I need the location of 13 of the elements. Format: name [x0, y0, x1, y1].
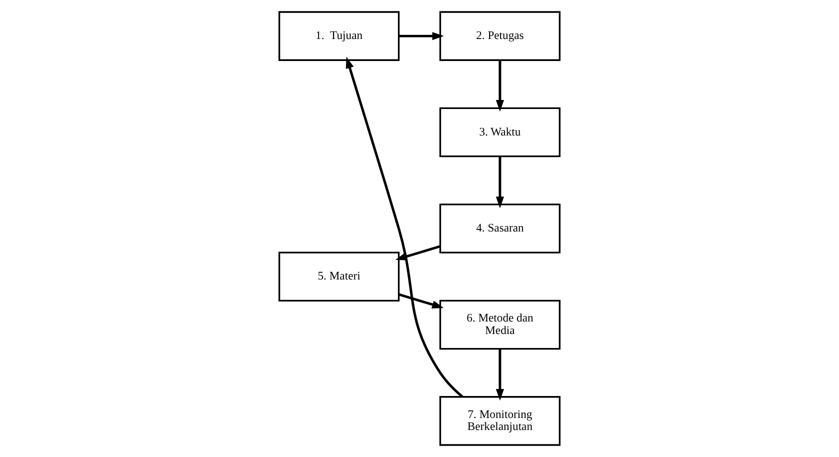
arrow: [398, 32, 444, 40]
node-box: 2. Petugas: [439, 11, 560, 61]
arrow: [346, 56, 464, 398]
node-box: 5. Materi: [278, 252, 400, 302]
arrow: [398, 293, 444, 309]
node-box: 6. Metode dan Media: [439, 300, 560, 350]
arrow: [496, 348, 504, 401]
node-box: 7. Monitoring Berkelanjutan: [439, 396, 560, 446]
arrow: [496, 60, 504, 112]
node-box: 4. Sasaran: [439, 204, 560, 254]
node-box: 1. Tujuan: [278, 11, 400, 61]
arrow: [496, 156, 504, 208]
node-box: 3. Waktu: [439, 107, 560, 158]
